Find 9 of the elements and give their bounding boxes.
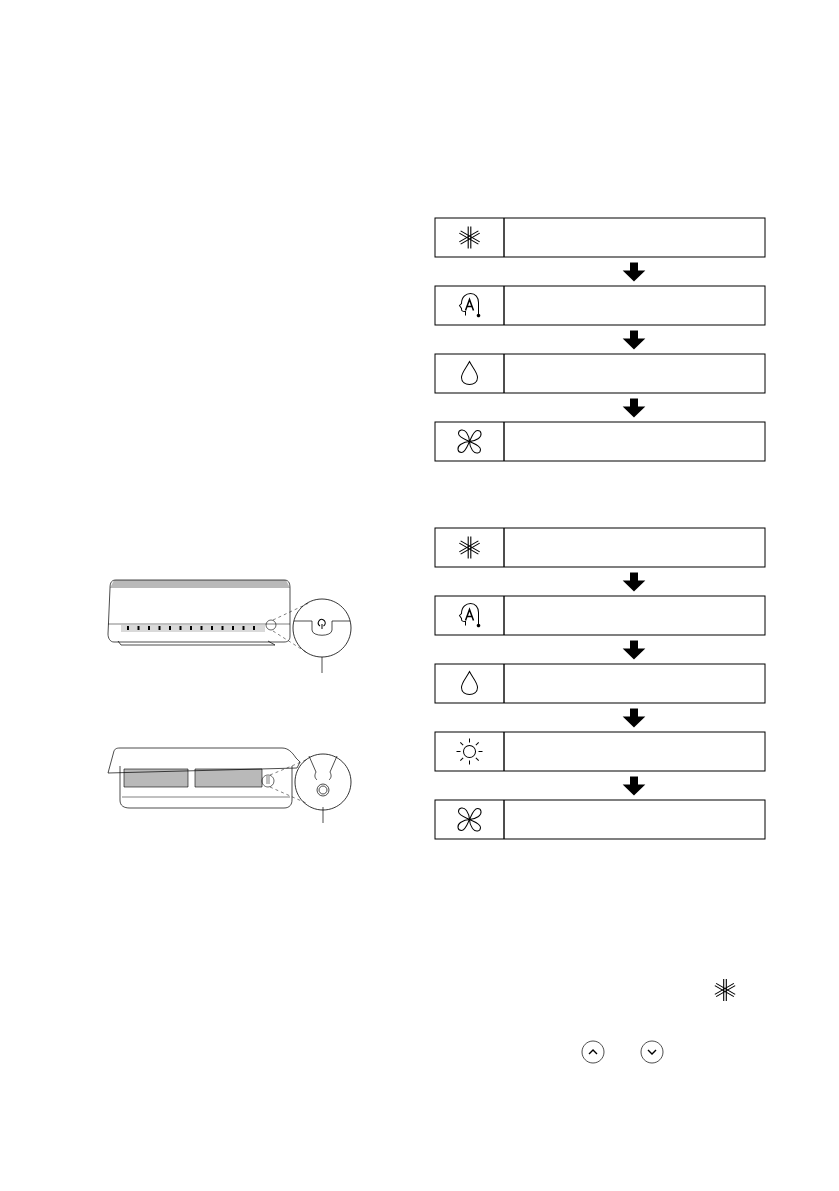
mode-box — [434, 353, 766, 394]
mode-box — [434, 799, 766, 840]
mode-box — [434, 731, 766, 772]
mode-box — [434, 527, 766, 568]
mode-box — [434, 421, 766, 462]
mode-box — [434, 217, 766, 258]
mode-box — [434, 595, 766, 636]
mode-box — [434, 285, 766, 326]
mode-box — [434, 663, 766, 704]
